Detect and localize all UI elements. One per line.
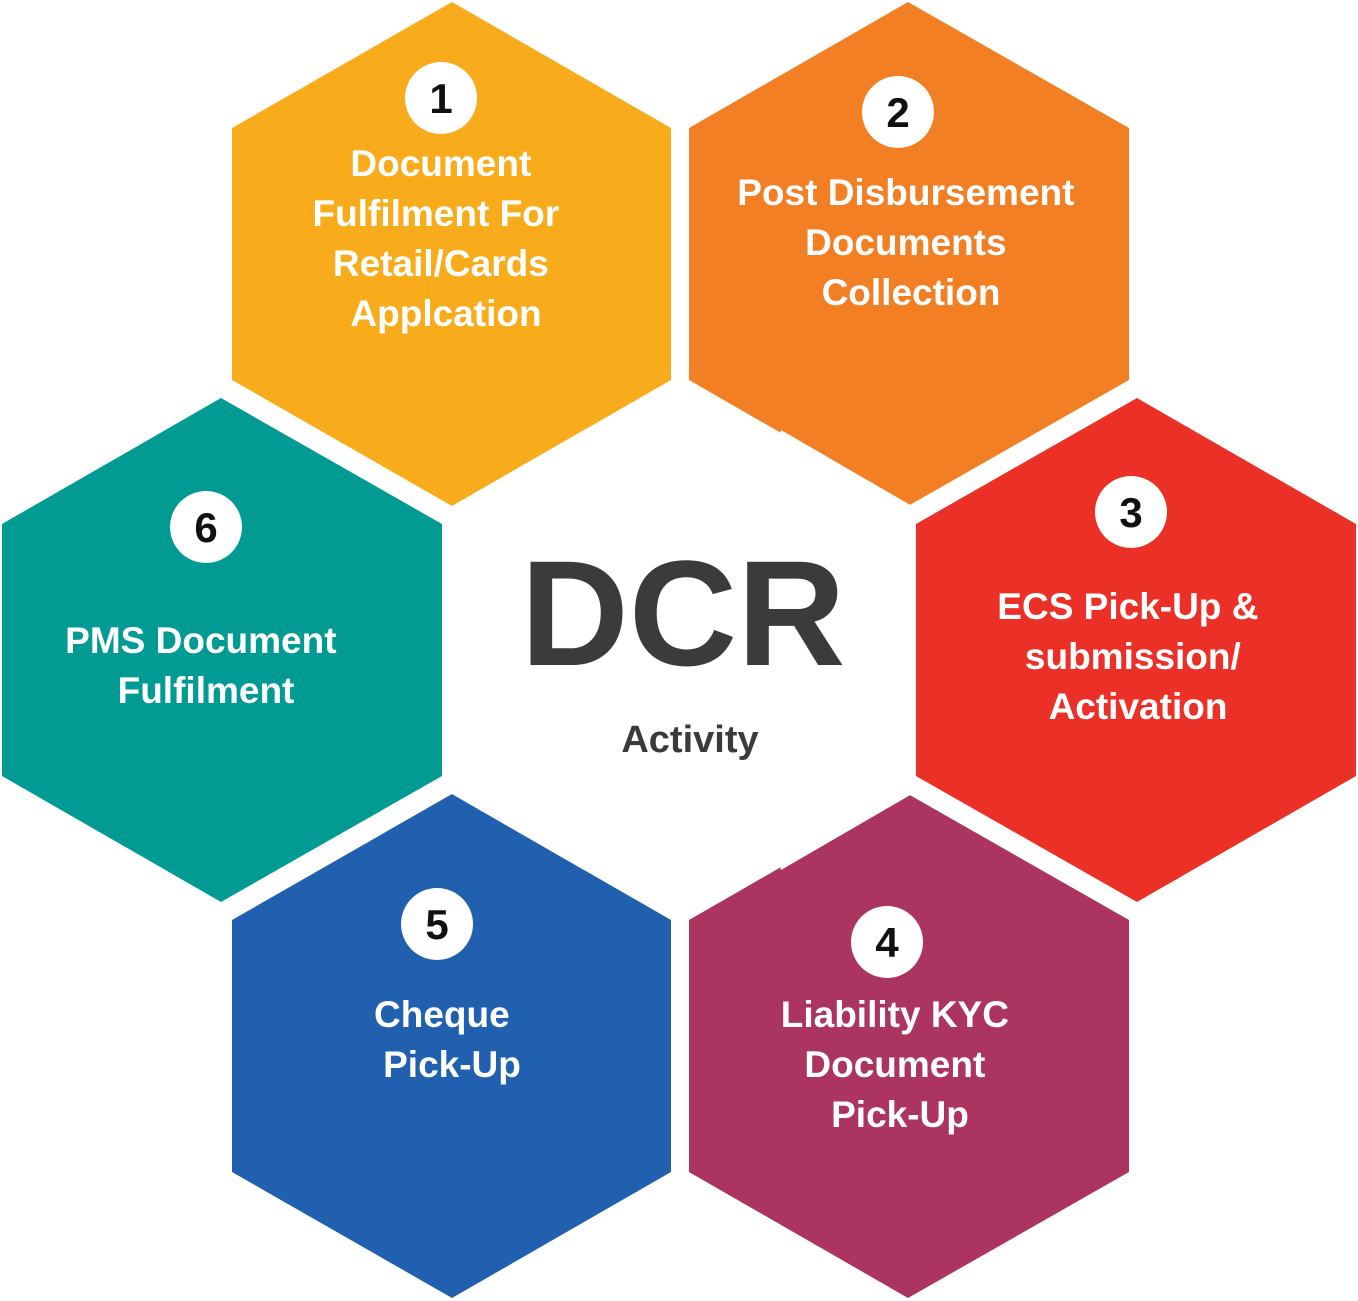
step-1-label: Document Fulfilment For Retail/Cards App… [313,143,570,334]
step-3-hexagon-group: 3 ECS Pick-Up & submission/ Activation [916,398,1356,902]
step-1-label-line-3: Retail/Cards [333,243,549,284]
step-5-label-line-2: Pick-Up [383,1044,521,1085]
step-3-badge [1095,476,1167,548]
step-4-label-line-1: Liability KYC [781,994,1009,1035]
step-3-label-line-1: ECS Pick-Up & [997,586,1258,627]
step-1-label-line-2: Fulfilment For [313,193,560,234]
step-5-hexagon-group: 5 Cheque Pick-Up [232,794,671,1298]
step-4-label-line-2: Document [804,1044,985,1085]
step-6-badge [170,491,242,563]
step-5-badge [401,888,473,960]
step-2-label-line-1: Post Disbursement [737,172,1074,213]
step-5-hexagon [232,794,671,1298]
step-2-number: 2 [886,89,909,136]
step-6-label-line-2: Fulfilment [118,670,295,711]
center-hub-shape [452,430,912,870]
step-4-label: Liability KYC Document Pick-Up [781,994,1019,1135]
step-6-hexagon-group: 6 PMS Document Fulfilment [2,398,442,902]
step-2-label-line-2: Documents [805,222,1006,263]
step-3-number: 3 [1119,489,1142,536]
step-5-label-line-1: Cheque [374,994,510,1035]
step-2-hexagon-group: 2 Post Disbursement Documents Collection [689,2,1129,506]
step-4-hexagon-group: 4 Liability KYC Document Pick-Up [689,794,1129,1298]
step-4-badge [851,906,923,978]
step-5-number: 5 [425,901,448,948]
step-3-label: ECS Pick-Up & submission/ Activation [997,586,1268,727]
step-6-label: PMS Document Fulfilment [65,620,347,711]
step-1-badge [405,62,477,134]
step-1-label-line-4: Applcation [350,293,541,334]
step-5-label: Cheque Pick-Up [374,994,521,1085]
step-4-number: 4 [875,919,899,966]
step-2-hexagon [689,2,1129,506]
step-1-label-line-1: Document [350,143,531,184]
step-6-number: 6 [194,504,217,551]
step-4-label-line-3: Pick-Up [831,1094,969,1135]
step-1-hexagon-group: 1 Document Fulfilment For Retail/Cards A… [232,2,671,506]
step-6-hexagon [2,398,442,902]
step-1-hexagon [232,2,671,506]
step-1-number: 1 [429,75,452,122]
step-3-label-line-2: submission/ [1025,636,1241,677]
step-2-label: Post Disbursement Documents Collection [737,172,1084,313]
center-subtitle: Activity [621,719,758,761]
center-hub: DCR Activity [452,430,912,870]
step-3-label-line-3: Activation [1049,686,1228,727]
step-6-label-line-1: PMS Document [65,620,336,661]
step-2-label-line-3: Collection [822,272,1001,313]
step-4-hexagon [689,794,1129,1298]
step-2-badge [862,76,934,148]
step-3-hexagon [916,398,1356,902]
center-title: DCR [521,529,846,697]
